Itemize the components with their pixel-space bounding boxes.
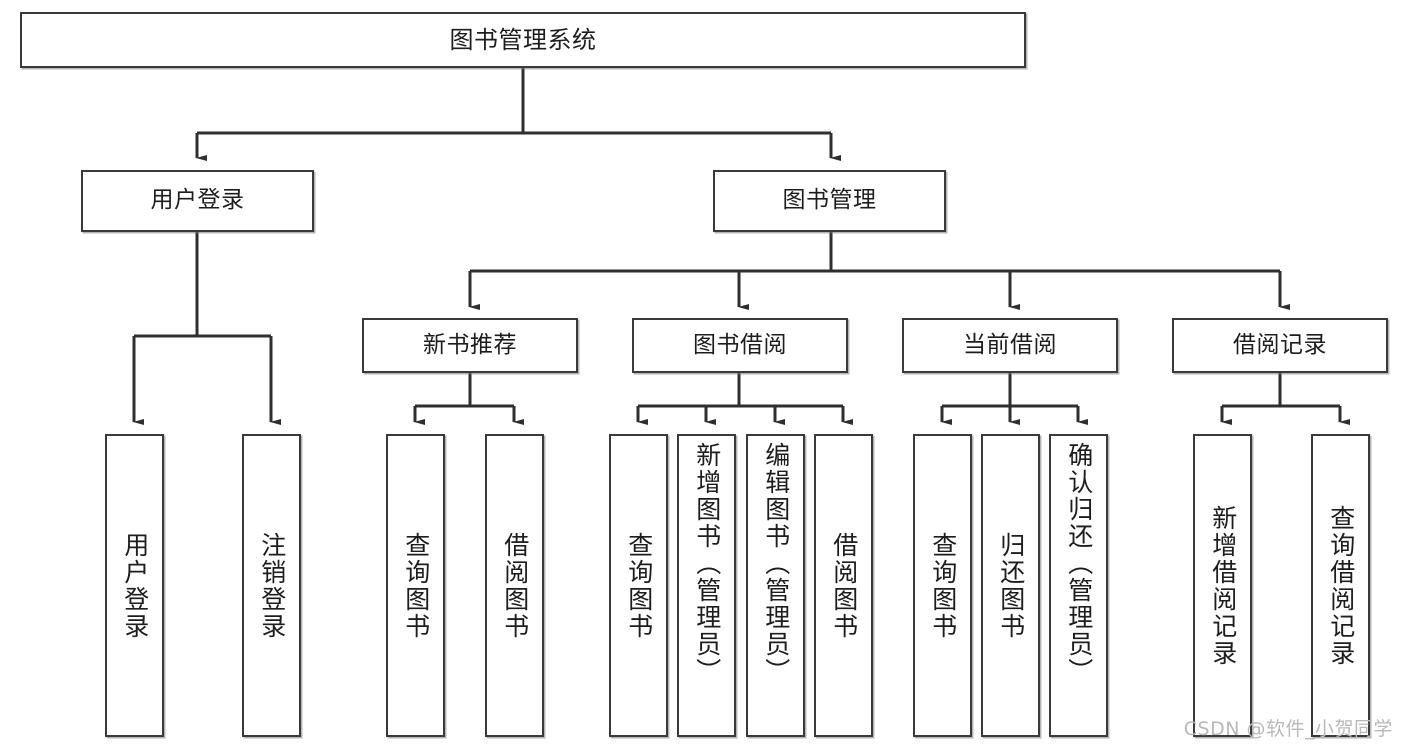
leaf-current-borrow-return-book[interactable]: 归还图书 — [981, 434, 1040, 737]
node-label: 查询图书 — [928, 531, 958, 640]
leaf-user-login-login[interactable]: 用户登录 — [105, 434, 164, 737]
node-borrow-record[interactable]: 借阅记录 — [1172, 318, 1388, 373]
node-label: 查询借阅记录 — [1326, 504, 1356, 667]
leaf-book-borrow-borrow-book[interactable]: 借阅图书 — [814, 434, 873, 737]
node-label: 当前借阅 — [963, 331, 1057, 358]
leaf-user-login-logout[interactable]: 注销登录 — [242, 434, 301, 737]
leaf-book-borrow-query-book[interactable]: 查询图书 — [609, 434, 668, 737]
leaf-new-book-borrow-book[interactable]: 借阅图书 — [485, 434, 544, 737]
node-label: 查询图书 — [401, 531, 431, 640]
leaf-borrow-record-add-record[interactable]: 新增借阅记录 — [1193, 434, 1252, 737]
leaf-borrow-record-query-record[interactable]: 查询借阅记录 — [1311, 434, 1370, 737]
node-label: 确认归还（管理员） — [1064, 442, 1094, 685]
leaf-new-book-query-book[interactable]: 查询图书 — [386, 434, 445, 737]
node-label: 查询图书 — [624, 531, 654, 640]
node-label: 图书管理系统 — [449, 25, 597, 54]
node-label: 归还图书 — [996, 531, 1026, 640]
node-label: 新增图书（管理员） — [692, 442, 722, 685]
csdn-watermark: CSDN @软件_小贺同学 — [1183, 718, 1393, 740]
node-label: 新书推荐 — [423, 331, 517, 358]
node-label: 借阅记录 — [1233, 331, 1327, 358]
leaf-current-borrow-confirm-return-admin[interactable]: 确认归还（管理员） — [1049, 434, 1108, 737]
node-label: 新增借阅记录 — [1208, 504, 1238, 667]
node-label: 用户登录 — [150, 187, 245, 214]
node-user-login[interactable]: 用户登录 — [81, 170, 314, 232]
node-new-book-recommend[interactable]: 新书推荐 — [362, 318, 578, 373]
leaf-current-borrow-query-book[interactable]: 查询图书 — [913, 434, 972, 737]
node-label: 注销登录 — [257, 531, 287, 640]
node-label: 图书借阅 — [693, 331, 787, 358]
leaf-book-borrow-add-book-admin[interactable]: 新增图书（管理员） — [677, 434, 736, 737]
leaf-book-borrow-edit-book-admin[interactable]: 编辑图书（管理员） — [746, 434, 805, 737]
node-current-borrow[interactable]: 当前借阅 — [902, 318, 1118, 373]
node-root-book-management-system[interactable]: 图书管理系统 — [20, 12, 1026, 68]
node-book-management[interactable]: 图书管理 — [713, 170, 946, 232]
node-label: 借阅图书 — [829, 531, 859, 640]
node-book-borrow[interactable]: 图书借阅 — [632, 318, 848, 373]
node-label: 借阅图书 — [500, 531, 530, 640]
node-label: 编辑图书（管理员） — [761, 442, 791, 685]
node-label: 图书管理 — [782, 187, 877, 214]
node-label: 用户登录 — [120, 531, 150, 640]
